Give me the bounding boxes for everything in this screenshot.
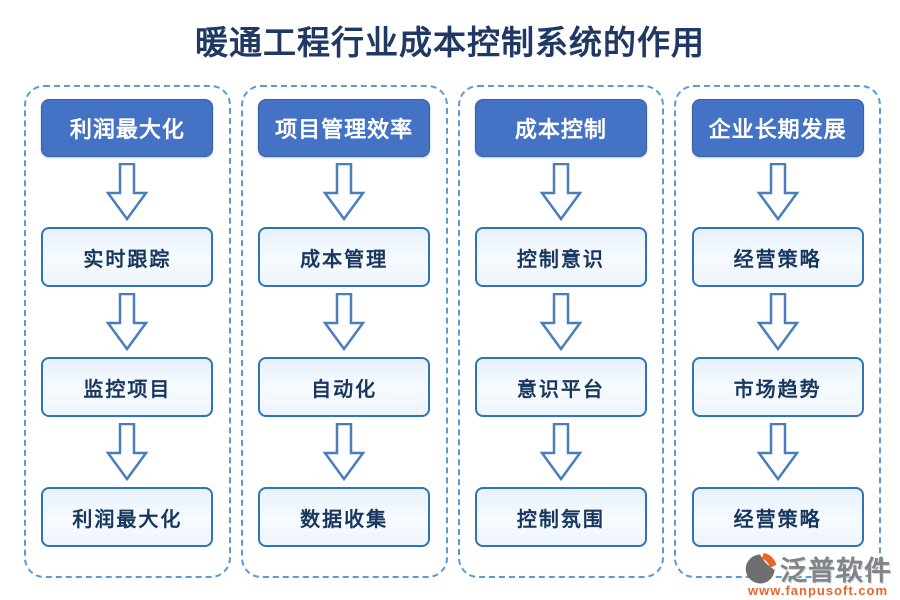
diagram-columns: 利润最大化 实时跟踪 监控项目 利润最大化 项目管理效率 成本管理 自动化 数据… bbox=[24, 85, 881, 578]
down-arrow-icon bbox=[322, 293, 366, 351]
step-box: 市场趋势 bbox=[691, 357, 864, 417]
down-arrow-icon bbox=[105, 293, 149, 351]
down-arrow-icon bbox=[322, 163, 366, 221]
step-box: 自动化 bbox=[258, 357, 431, 417]
down-arrow-icon bbox=[105, 423, 149, 481]
fanpu-logo-url: www.fanpusoft.com bbox=[747, 583, 889, 598]
step-box: 控制意识 bbox=[474, 227, 647, 287]
step-box: 成本管理 bbox=[258, 227, 431, 287]
column-project-management-efficiency: 项目管理效率 成本管理 自动化 数据收集 bbox=[240, 85, 448, 578]
fanpu-logo-text: 泛普软件 bbox=[780, 556, 892, 586]
down-arrow-icon bbox=[105, 163, 149, 221]
column-header: 企业长期发展 bbox=[691, 99, 864, 157]
step-box: 利润最大化 bbox=[41, 487, 214, 547]
step-box: 数据收集 bbox=[258, 487, 431, 547]
down-arrow-icon bbox=[539, 163, 583, 221]
down-arrow-icon bbox=[756, 293, 800, 351]
fanpu-logo: 泛普软件 www.fanpusoft.com bbox=[744, 549, 892, 598]
column-profit-maximization: 利润最大化 实时跟踪 监控项目 利润最大化 bbox=[24, 85, 231, 578]
step-box: 经营策略 bbox=[691, 227, 864, 287]
page-title: 暖通工程行业成本控制系统的作用 bbox=[195, 23, 705, 62]
step-box: 意识平台 bbox=[474, 357, 647, 417]
down-arrow-icon bbox=[756, 423, 800, 481]
down-arrow-icon bbox=[539, 423, 583, 481]
step-box: 实时跟踪 bbox=[41, 227, 214, 287]
column-header: 项目管理效率 bbox=[258, 99, 431, 157]
column-cost-control: 成本控制 控制意识 意识平台 控制氛围 bbox=[457, 85, 665, 578]
down-arrow-icon bbox=[322, 423, 366, 481]
down-arrow-icon bbox=[756, 163, 800, 221]
step-box: 经营策略 bbox=[691, 487, 864, 547]
column-header: 成本控制 bbox=[474, 99, 647, 157]
down-arrow-icon bbox=[539, 293, 583, 351]
step-box: 控制氛围 bbox=[474, 487, 647, 547]
column-header: 利润最大化 bbox=[41, 99, 214, 157]
fanpu-logo-icon bbox=[745, 552, 777, 583]
column-enterprise-long-term-development: 企业长期发展 经营策略 市场趋势 经营策略 bbox=[674, 85, 881, 578]
step-box: 监控项目 bbox=[41, 357, 214, 417]
